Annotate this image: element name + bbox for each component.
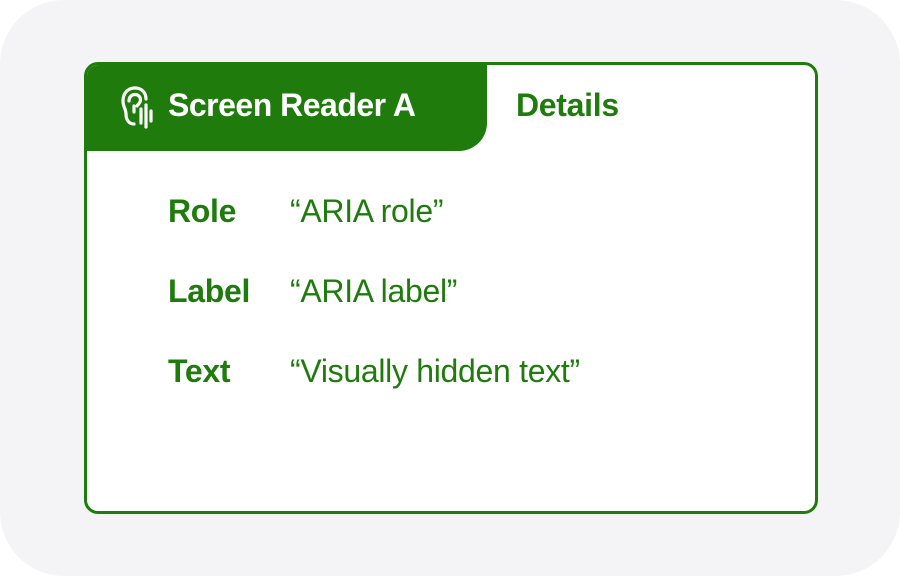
property-key: Role [168, 193, 237, 229]
tab-label-screen-reader-a: Screen Reader A [168, 87, 416, 123]
property-value: “Visually hidden text” [290, 353, 580, 389]
tab-details[interactable]: Details [516, 87, 619, 123]
property-value: “ARIA label” [290, 273, 458, 309]
property-value: “ARIA role” [290, 193, 444, 229]
tab-screen-reader-a[interactable]: Screen Reader A [87, 65, 487, 151]
ear-sound-icon [117, 85, 157, 129]
property-key: Label [168, 273, 251, 309]
property-key: Text [168, 353, 231, 389]
screen-reader-panel: Screen Reader A Details Role “ARIA role”… [84, 62, 818, 514]
